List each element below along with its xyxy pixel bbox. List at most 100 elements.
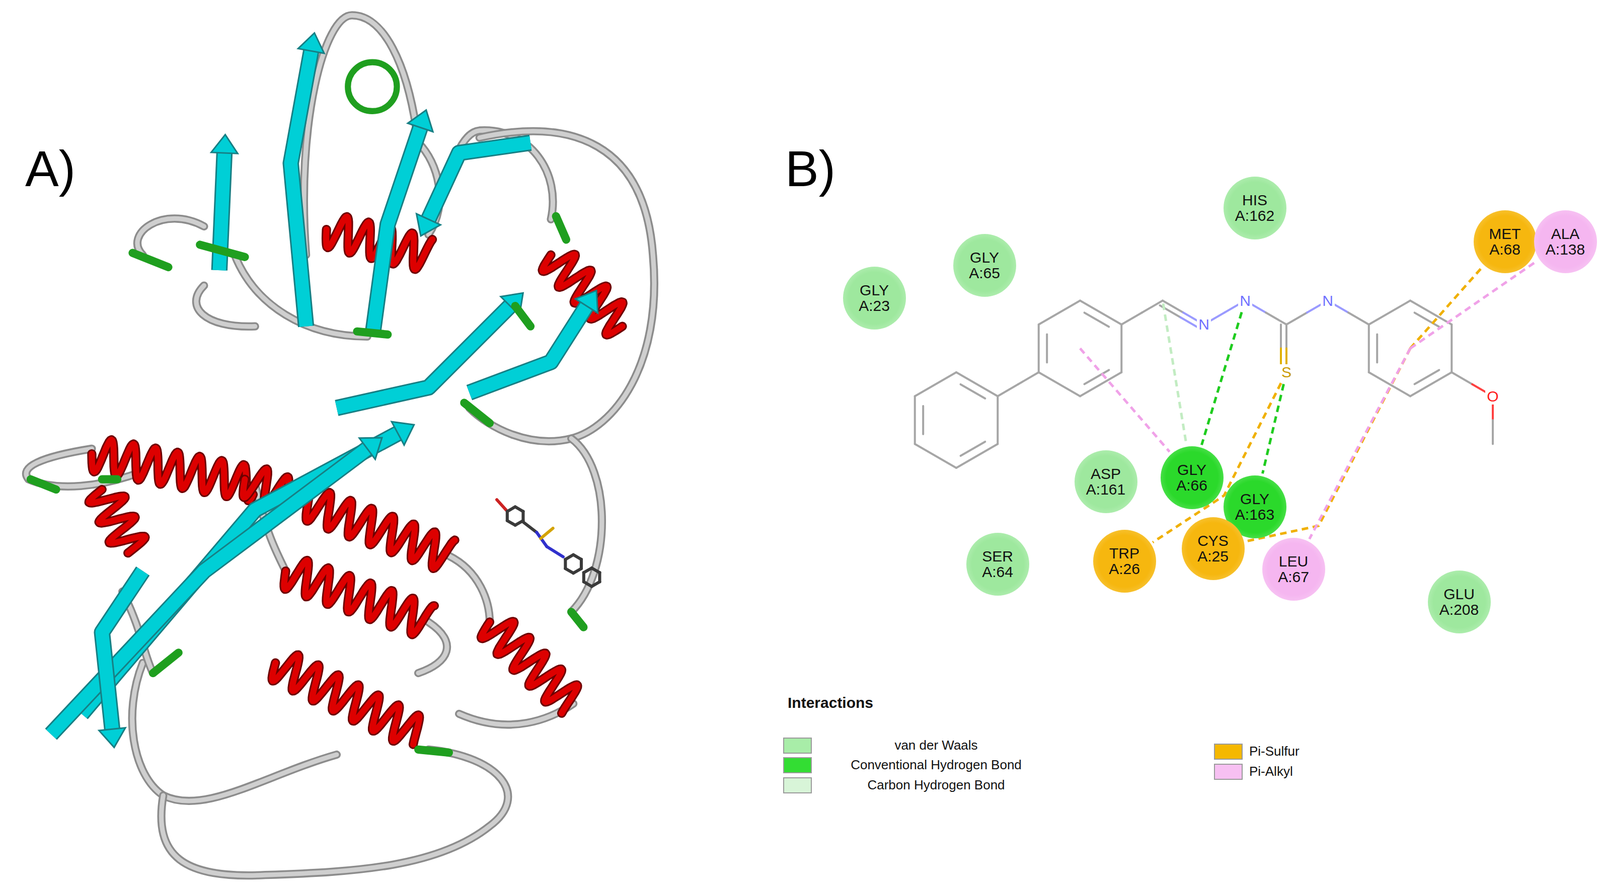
coil-loop	[459, 704, 574, 726]
residue-label: GLY A:66	[1167, 462, 1216, 494]
strand-arrowhead	[416, 213, 441, 237]
bond-line	[1348, 312, 1369, 325]
bond-line	[1037, 324, 1040, 373]
atom-symbol: N	[1238, 292, 1253, 310]
residue-circle: GLY A:66	[1160, 446, 1224, 510]
turn-segment	[556, 216, 567, 241]
ligand-stick	[579, 559, 583, 569]
bond-line	[1265, 312, 1287, 325]
strand-arrowhead	[407, 110, 433, 132]
coil-loop	[428, 130, 553, 235]
turn-segment	[153, 652, 179, 674]
residue-label: GLY A:65	[960, 249, 1009, 282]
coil-loop	[469, 131, 654, 442]
residue-label: ASP A:161	[1081, 466, 1130, 498]
beta-strand	[50, 448, 367, 735]
alpha-helix	[89, 489, 146, 554]
beta-strand	[372, 127, 421, 337]
coil-loop	[448, 556, 490, 623]
alpha-helix	[481, 621, 578, 714]
bond-line	[922, 406, 925, 435]
beta-strand	[290, 50, 312, 327]
turn-segment	[199, 244, 245, 257]
bond-line	[1045, 334, 1048, 363]
residue-circle: CYS A:25	[1181, 517, 1245, 581]
strand-arrowhead	[391, 421, 415, 445]
beta-strand	[336, 306, 511, 409]
bond-line	[1368, 300, 1411, 326]
residue-label: GLU A:208	[1434, 586, 1484, 619]
coil-loop	[571, 438, 602, 613]
bond-line	[960, 384, 986, 399]
ligand-stick	[523, 522, 537, 533]
ligand-stick	[540, 528, 553, 539]
residue-circle: GLY A:23	[843, 266, 906, 330]
interaction-line	[1163, 303, 1187, 444]
bond-line	[1162, 300, 1184, 314]
coil-loop	[571, 438, 602, 613]
residue-label: TRP A:26	[1100, 545, 1149, 578]
alpha-helix	[284, 560, 435, 636]
beta-strand	[50, 448, 367, 735]
turn-segment	[30, 479, 57, 490]
coil-loop	[137, 218, 204, 255]
legend-swatch	[783, 737, 812, 754]
residue-label: MET A:68	[1480, 225, 1530, 258]
ligand-stick	[546, 546, 563, 557]
coil-loop	[428, 130, 553, 235]
bond-line	[1491, 420, 1494, 445]
atom-symbol: N	[1320, 292, 1335, 310]
alpha-helix	[89, 489, 146, 554]
turn-segment	[102, 475, 118, 484]
coil-loop	[459, 704, 574, 726]
bond-line	[915, 372, 957, 397]
strand-arrowhead	[359, 437, 383, 460]
beta-strand	[81, 433, 398, 714]
residue-circle: HIS A:162	[1223, 176, 1287, 240]
alpha-helix	[272, 655, 420, 745]
legend-label: van der Waals	[820, 737, 1052, 754]
residue-circle: SER A:64	[966, 532, 1030, 596]
turn-segment	[356, 331, 388, 335]
residue-label: GLY A:23	[850, 282, 899, 315]
legend-swatch	[1213, 743, 1243, 760]
interaction-line	[1410, 260, 1538, 349]
residue-circle: GLU A:208	[1427, 570, 1491, 634]
residue-circle: GLY A:65	[953, 234, 1017, 297]
beta-strand	[102, 571, 143, 730]
atom-symbol: S	[1279, 364, 1293, 381]
residue-label: SER A:64	[973, 548, 1022, 581]
ribbon-group	[26, 15, 655, 876]
legend-label: Pi-Alkyl	[1249, 764, 1401, 780]
turn-segment	[347, 62, 397, 112]
alpha-helix	[284, 560, 435, 636]
beta-strand	[336, 306, 511, 409]
bond-line	[1367, 324, 1370, 373]
coil-loop	[196, 285, 256, 327]
beta-strand	[428, 142, 531, 220]
residue-circle: MET A:68	[1473, 210, 1537, 274]
alpha-helix	[481, 621, 578, 714]
bond-line	[1450, 324, 1453, 373]
coil-loop	[418, 622, 447, 673]
legend-label: Pi-Sulfur	[1249, 743, 1401, 760]
turn-segment	[418, 749, 449, 753]
alpha-helix	[91, 439, 253, 501]
coil-loop	[418, 622, 447, 673]
bond-line	[1410, 372, 1452, 397]
bond-line	[915, 444, 957, 469]
panel-letter: A)	[25, 143, 76, 194]
panel-letter: B)	[785, 143, 836, 194]
bond-line	[1080, 300, 1122, 326]
atom-symbol: O	[1485, 388, 1500, 405]
bond-line	[1414, 369, 1440, 385]
strand-arrowhead	[211, 134, 239, 155]
legend-swatch	[783, 757, 812, 774]
bond-line	[1018, 372, 1039, 385]
bond-line	[956, 372, 998, 397]
interaction-line	[1080, 348, 1170, 453]
bond-line	[1038, 372, 1081, 397]
bond-line	[1368, 372, 1411, 397]
ligand-stick	[496, 499, 506, 510]
